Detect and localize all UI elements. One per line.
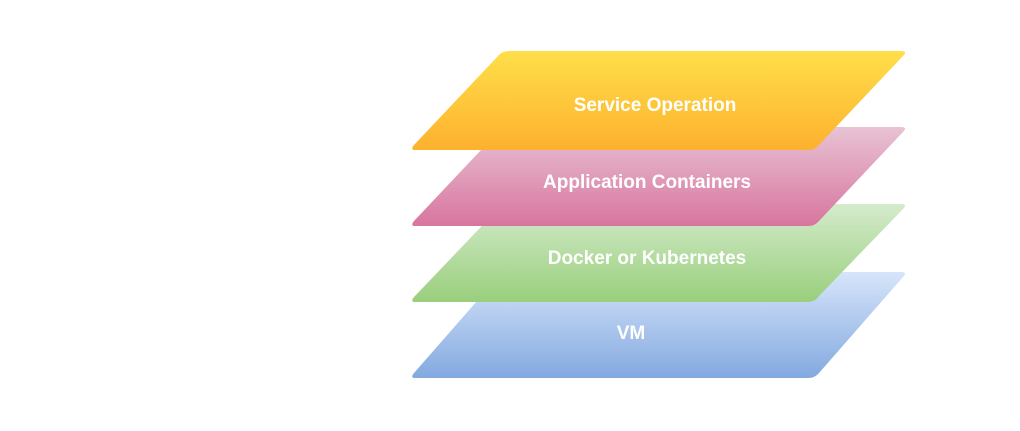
layer-service-operation-shape — [412, 51, 906, 150]
layer-vm-label: VM — [617, 323, 646, 344]
layer-application-containers-shape — [412, 127, 906, 226]
layer-service-operation: Service Operation — [412, 51, 906, 150]
layer-application-containers-label: Application Containers — [543, 172, 751, 193]
layer-docker-or-kubernetes-label: Docker or Kubernetes — [548, 248, 747, 269]
layer-docker-or-kubernetes: Docker or Kubernetes — [412, 204, 906, 302]
layer-service-operation-label: Service Operation — [574, 95, 737, 116]
layer-application-containers: Application Containers — [412, 127, 906, 226]
layer-docker-or-kubernetes-shape — [412, 204, 906, 302]
